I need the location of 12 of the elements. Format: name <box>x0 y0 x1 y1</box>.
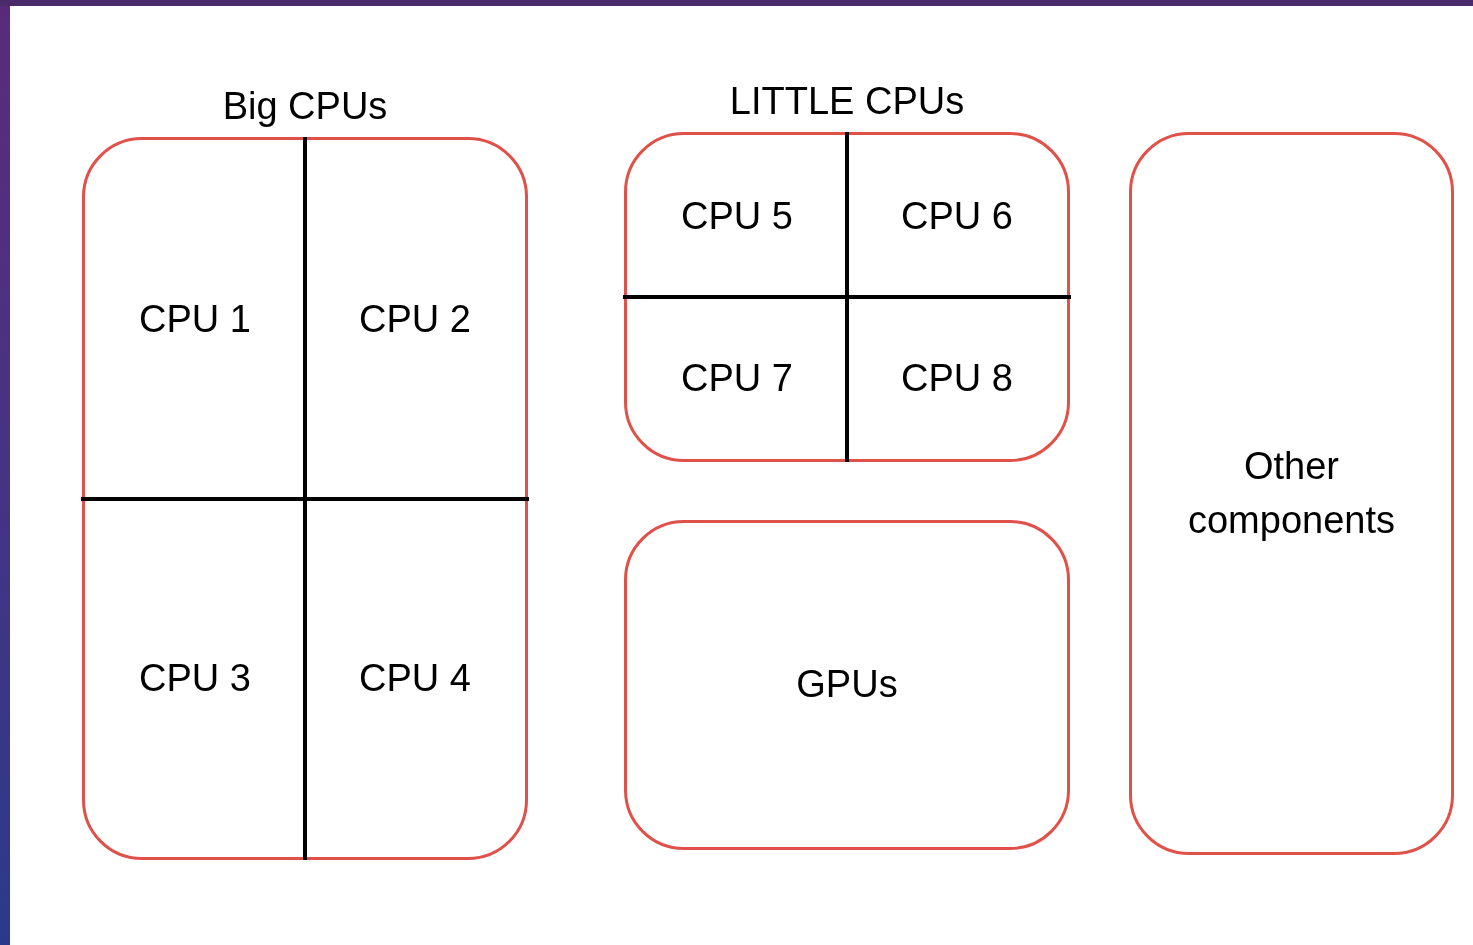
component-label: Other components <box>1187 444 1396 543</box>
cpu-label: CPU 3 <box>139 658 251 697</box>
group-heading: LITTLE CPUs <box>729 82 965 120</box>
cpu-label: CPU 8 <box>901 359 1013 397</box>
group-heading: Big CPUs <box>222 87 388 125</box>
cpu-label: CPU 6 <box>901 197 1013 235</box>
cpu-label: CPU 2 <box>359 300 471 339</box>
cpu-label: CPU 4 <box>359 658 471 697</box>
cpu-label: CPU 1 <box>139 300 251 339</box>
cpu-label: CPU 7 <box>681 359 793 397</box>
cpu-label: CPU 5 <box>681 197 793 235</box>
component-label: GPUs <box>796 662 898 708</box>
